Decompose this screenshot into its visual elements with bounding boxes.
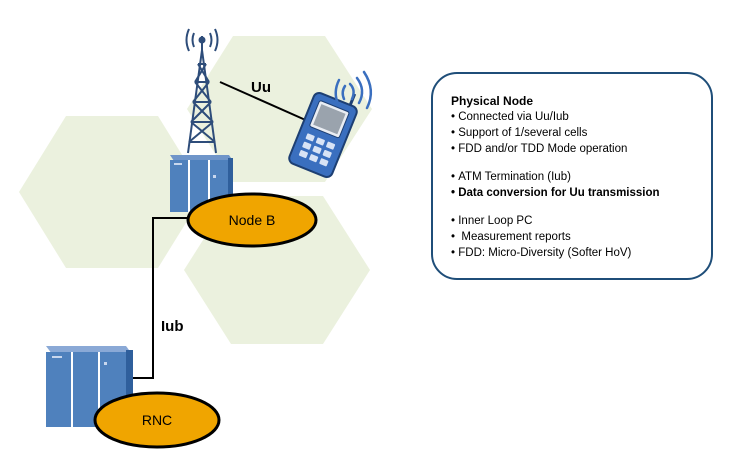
signal-waves-icon xyxy=(334,70,373,110)
info-group-connectivity: Connected via Uu/Iub Support of 1/severa… xyxy=(451,109,711,157)
iub-label: Iub xyxy=(161,318,184,335)
spacer xyxy=(451,157,711,169)
radio-tower-icon xyxy=(185,28,219,154)
node-b-ellipse xyxy=(186,192,318,248)
info-group-radio: Inner Loop PC Measurement reports FDD: M… xyxy=(451,213,711,261)
uu-link xyxy=(219,81,311,123)
info-item: Support of 1/several cells xyxy=(451,125,711,141)
info-item: Inner Loop PC xyxy=(451,213,711,229)
info-item: Connected via Uu/Iub xyxy=(451,109,711,125)
info-item: ATM Termination (Iub) xyxy=(451,169,711,185)
mobile-phone-icon xyxy=(288,91,358,179)
physical-node-info-box: Physical Node Connected via Uu/Iub Suppo… xyxy=(431,72,713,280)
rnc-label: RNC xyxy=(142,412,172,428)
uu-label: Uu xyxy=(251,79,271,96)
spacer xyxy=(451,201,711,213)
info-item: FDD and/or TDD Mode operation xyxy=(451,141,711,157)
node-b-label: Node B xyxy=(229,212,276,228)
info-item: Data conversion for Uu transmission xyxy=(451,185,711,201)
iub-link xyxy=(128,217,197,379)
info-item: FDD: Micro-Diversity (Softer HoV) xyxy=(451,245,711,261)
info-item: Measurement reports xyxy=(451,229,711,245)
info-group-transport: ATM Termination (Iub) Data conversion fo… xyxy=(451,169,711,201)
info-box-title: Physical Node xyxy=(451,94,534,108)
cell-hexagon-left xyxy=(19,116,205,268)
rnc-ellipse xyxy=(93,391,221,449)
